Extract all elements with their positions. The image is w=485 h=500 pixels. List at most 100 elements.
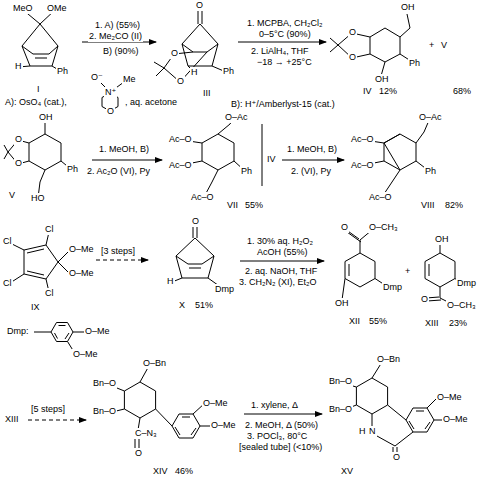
scheme-label: [3 steps] <box>100 246 136 257</box>
scheme-label: C–N₃ <box>134 428 158 439</box>
scheme-label: III <box>202 88 212 99</box>
reaction-arrow <box>96 260 148 261</box>
scheme-label: Cl <box>44 224 55 235</box>
reaction-arrow <box>282 160 344 161</box>
scheme-label: O <box>392 452 401 463</box>
scheme-label: 3. POCl₃, 80°C <box>246 431 308 442</box>
scheme-label: HO <box>30 193 46 204</box>
reaction-arrow <box>238 42 326 43</box>
scheme-label: V <box>8 190 16 201</box>
scheme-label: Dmp <box>214 284 235 295</box>
scheme-label: Me <box>122 74 137 85</box>
scheme-label: B) (90%) <box>102 46 140 57</box>
scheme-label: XIII <box>4 414 20 425</box>
structure-VIII <box>364 118 430 197</box>
scheme-label: Ac–O <box>350 160 375 171</box>
scheme-label: 51% <box>194 300 214 311</box>
scheme-label: O–Ac <box>224 112 249 123</box>
scheme-label: Ac–O <box>168 160 193 171</box>
scheme-label: XIII <box>424 318 440 329</box>
scheme-label: XIV <box>152 466 169 477</box>
scheme-label: N <box>368 426 377 437</box>
scheme-label: O <box>134 448 143 459</box>
scheme-label: 2. Me₂CO (II) <box>88 31 143 42</box>
structure-III <box>154 10 226 82</box>
scheme-label: O <box>195 0 204 11</box>
scheme-label: 1. MeOH, B) <box>286 144 338 155</box>
scheme-label: I <box>36 84 41 95</box>
scheme-label: 23% <box>448 318 468 329</box>
scheme-label: OH <box>334 298 350 309</box>
scheme-label: IV <box>266 154 277 165</box>
scheme-label: O–Me <box>436 392 463 403</box>
scheme-label: O⁻ <box>90 72 104 83</box>
scheme-label: [sealed tube] (<10%) <box>238 442 323 453</box>
scheme-label: O–Me <box>442 414 469 425</box>
scheme-label: 1. MeOH, B) <box>98 144 150 155</box>
scheme-label: H <box>358 426 367 437</box>
scheme-label: O <box>14 158 23 169</box>
scheme-label: O–CH₃ <box>368 222 399 233</box>
dmp-structure <box>34 323 86 353</box>
scheme-label: 1. xylene, Δ <box>250 400 299 411</box>
scheme-label: MeO <box>12 3 34 14</box>
scheme-label: O–Bn <box>376 354 401 365</box>
structure-IX <box>10 232 70 292</box>
scheme-label: 68% <box>452 86 472 97</box>
scheme-label: VIII <box>420 200 436 211</box>
reaction-arrow <box>240 261 324 262</box>
scheme-label: IV <box>362 86 373 97</box>
scheme-label: O–CH₃ <box>446 300 477 311</box>
scheme-label: O–Me <box>84 326 111 337</box>
scheme-label: O <box>14 134 23 145</box>
scheme-label: 2. Ac₂O (VI), Py <box>86 166 151 177</box>
scheme-label: 1. 30% aq. H₂O₂ <box>246 236 314 247</box>
scheme-label: Ph <box>56 66 69 77</box>
scheme-label: 55% <box>368 316 388 327</box>
structure-VII <box>182 118 245 197</box>
scheme-label: OH <box>374 74 390 85</box>
scheme-label: O <box>170 48 179 59</box>
scheme-label: V <box>440 40 448 51</box>
scheme-label: Ac–O <box>350 134 375 145</box>
scheme-label: H <box>166 276 175 287</box>
scheme-label: Ac–O <box>168 134 193 145</box>
scheme-label: OH <box>400 2 416 13</box>
scheme-label: 2. LiAlH₄, THF <box>250 46 310 57</box>
scheme-label: 0–5°C (90%) <box>258 29 312 40</box>
scheme-label: Dmp: <box>6 326 30 337</box>
scheme-label: O <box>340 222 349 233</box>
scheme-label: Ph <box>240 166 253 177</box>
scheme-label: 82% <box>444 200 464 211</box>
scheme-label: O <box>106 106 115 117</box>
scheme-label: XII <box>348 316 361 327</box>
scheme-label: O–Me <box>202 398 229 409</box>
scheme-label: 2. aq. NaOH, THF <box>244 266 318 277</box>
structure-I <box>18 9 62 72</box>
structure-X <box>172 226 222 288</box>
scheme-label: OMe <box>46 3 68 14</box>
scheme-label: Bn–O <box>328 404 353 415</box>
scheme-label: O <box>176 76 185 87</box>
scheme-label: Ph <box>424 166 437 177</box>
reaction-arrow <box>244 414 322 415</box>
scheme-label: O–Me <box>68 244 95 255</box>
scheme-label: O–Me <box>72 349 99 360</box>
scheme-label: 46% <box>174 466 194 477</box>
scheme-label: Ph <box>66 164 79 175</box>
scheme-label: Ph <box>222 66 235 77</box>
structure-XIII <box>425 242 462 305</box>
scheme-label: Bn–O <box>92 378 117 389</box>
divider-line <box>262 124 263 186</box>
scheme-label: XV <box>340 466 354 477</box>
scheme-label: N⁺ <box>104 87 117 98</box>
scheme-label: O–Bn <box>142 358 167 369</box>
scheme-label: O–Ac <box>418 112 443 123</box>
structure-V <box>4 120 72 198</box>
scheme-label: 3. CH₂N₂ (XI), Et₂O <box>238 277 318 288</box>
scheme-label: O <box>420 294 429 305</box>
scheme-label: Ac–O <box>368 192 393 203</box>
scheme-label: AcOH (55%) <box>256 247 309 258</box>
scheme-label: A): OsO₄ (cat.), <box>4 97 68 108</box>
scheme-label: Cl <box>2 236 13 247</box>
